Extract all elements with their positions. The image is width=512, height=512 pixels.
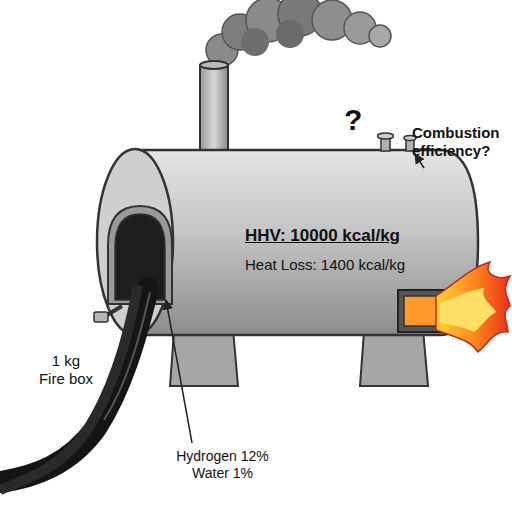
fuel-stream (0, 285, 150, 490)
hhv-value: HHV: 10000 kcal/kg (245, 226, 400, 246)
flames (440, 288, 496, 332)
leader-lines (166, 300, 192, 443)
heat-loss-value: Heat Loss: 1400 kcal/kg (245, 256, 405, 274)
callout-text: Combustion efficiency? (412, 124, 508, 160)
valve-handle (94, 306, 122, 322)
leader-lines (166, 154, 424, 443)
question-mark: ? (344, 102, 362, 138)
flames (436, 262, 510, 352)
smoke (241, 28, 269, 56)
smoke (369, 25, 391, 47)
flames (436, 262, 510, 352)
smoke (276, 20, 304, 48)
composition-label: Hydrogen 12% Water 1% (170, 448, 275, 482)
valve-handle (94, 312, 108, 322)
smoke (206, 0, 391, 66)
top-valves (378, 133, 394, 139)
chimney (200, 61, 228, 69)
fuel-stream (0, 285, 138, 490)
boiler-body (135, 150, 478, 335)
top-valves (378, 133, 417, 151)
fuel-label: 1 kg Fire box (38, 352, 94, 388)
